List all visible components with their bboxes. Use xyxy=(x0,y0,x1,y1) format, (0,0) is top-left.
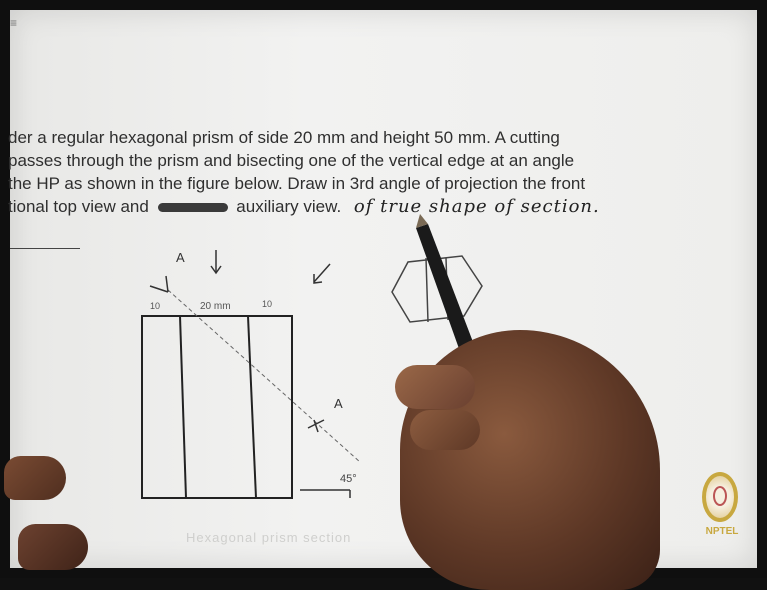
prism-front-outline xyxy=(141,315,293,499)
dimension-left: 10 xyxy=(150,301,160,311)
problem-line-2: passes through the prism and bisecting o… xyxy=(8,151,575,170)
problem-statement: der a regular hexagonal prism of side 20… xyxy=(8,126,728,218)
angle-label: 45° xyxy=(340,473,357,485)
hexagon-top-view xyxy=(391,255,483,323)
logo-text: NPTEL xyxy=(705,526,739,537)
problem-line-4-end: auxiliary view. xyxy=(236,197,342,216)
faint-background-text: Hexagonal prism section xyxy=(186,530,352,545)
cutting-plane-line xyxy=(167,289,361,463)
problem-line-4-start: tional top view and xyxy=(8,197,149,216)
section-label-a-top: A xyxy=(176,250,185,265)
corner-mark: ≡ xyxy=(10,16,19,30)
video-frame: ≡ der a regular hexagonal prism of side … xyxy=(4,10,757,590)
section-arrow-bottom-head xyxy=(313,419,319,433)
problem-line-1: der a regular hexagonal prism of side 20… xyxy=(8,128,560,147)
problem-line-3: the HP as shown in the figure below. Dra… xyxy=(8,174,586,193)
auxiliary-view-arrow-head xyxy=(313,274,323,284)
dimension-middle: 20 mm xyxy=(200,301,231,312)
redacted-word xyxy=(157,203,228,213)
nptel-logo-icon: NPTEL xyxy=(696,470,748,550)
section-arrow-top-head xyxy=(165,275,169,293)
section-arrow-top xyxy=(149,285,169,293)
auxiliary-view-arrow xyxy=(313,263,331,283)
pencil-tip xyxy=(416,214,428,228)
prism-edge-right xyxy=(247,315,257,499)
problem-line-4: tional top view and auxiliary view. of t… xyxy=(8,195,728,218)
underline-mark xyxy=(10,248,80,249)
logo-inner-ring xyxy=(713,486,727,506)
section-label-a-bottom: A xyxy=(334,396,343,411)
prism-edge-left xyxy=(179,315,187,499)
hand-fingers-left xyxy=(18,524,88,570)
hexagon-inner-line-1 xyxy=(425,257,429,323)
view-arrow-down-head xyxy=(210,265,222,275)
logo-ring xyxy=(702,472,738,522)
hand-finger-index xyxy=(395,365,475,409)
dimension-right: 10 xyxy=(262,299,272,309)
hand-finger-middle xyxy=(410,410,480,450)
hand-thumb-left xyxy=(4,456,66,500)
handwritten-note: of true shape of section. xyxy=(353,196,600,217)
